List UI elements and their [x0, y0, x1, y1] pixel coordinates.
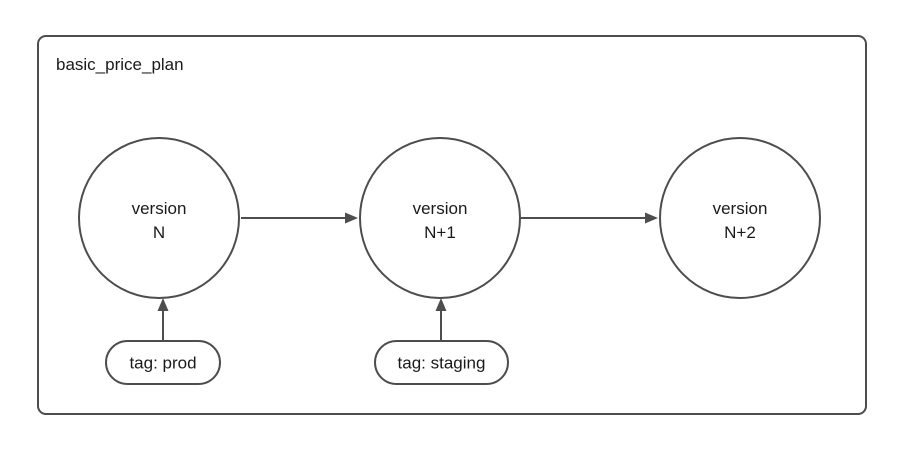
arrowhead-icon	[345, 212, 358, 224]
group-title-label: basic_price_plan	[56, 55, 184, 74]
node-version-n-plus-1-label-line1: version	[413, 199, 468, 218]
tag-pill-prod[interactable]	[105, 340, 221, 385]
arrowhead-icon	[157, 298, 169, 311]
tag-pill-staging-label: tag: staging	[398, 354, 486, 373]
arrowhead-icon	[645, 212, 658, 224]
node-version-n-plus-2-label-line1: version	[713, 199, 768, 218]
tag-pill-prod-label: tag: prod	[129, 354, 196, 373]
node-version-n-plus-1[interactable]	[359, 137, 521, 299]
tag-pill-staging[interactable]	[374, 340, 509, 385]
node-version-n-plus-1-label-line2: N+1	[424, 223, 456, 242]
node-version-n-label-line1: version	[132, 199, 187, 218]
node-version-n[interactable]	[78, 137, 240, 299]
arrowhead-icon	[435, 298, 447, 311]
node-version-n-plus-2[interactable]	[659, 137, 821, 299]
node-version-n-label-line2: N	[153, 223, 165, 242]
node-version-n-plus-2-label-line2: N+2	[724, 223, 756, 242]
